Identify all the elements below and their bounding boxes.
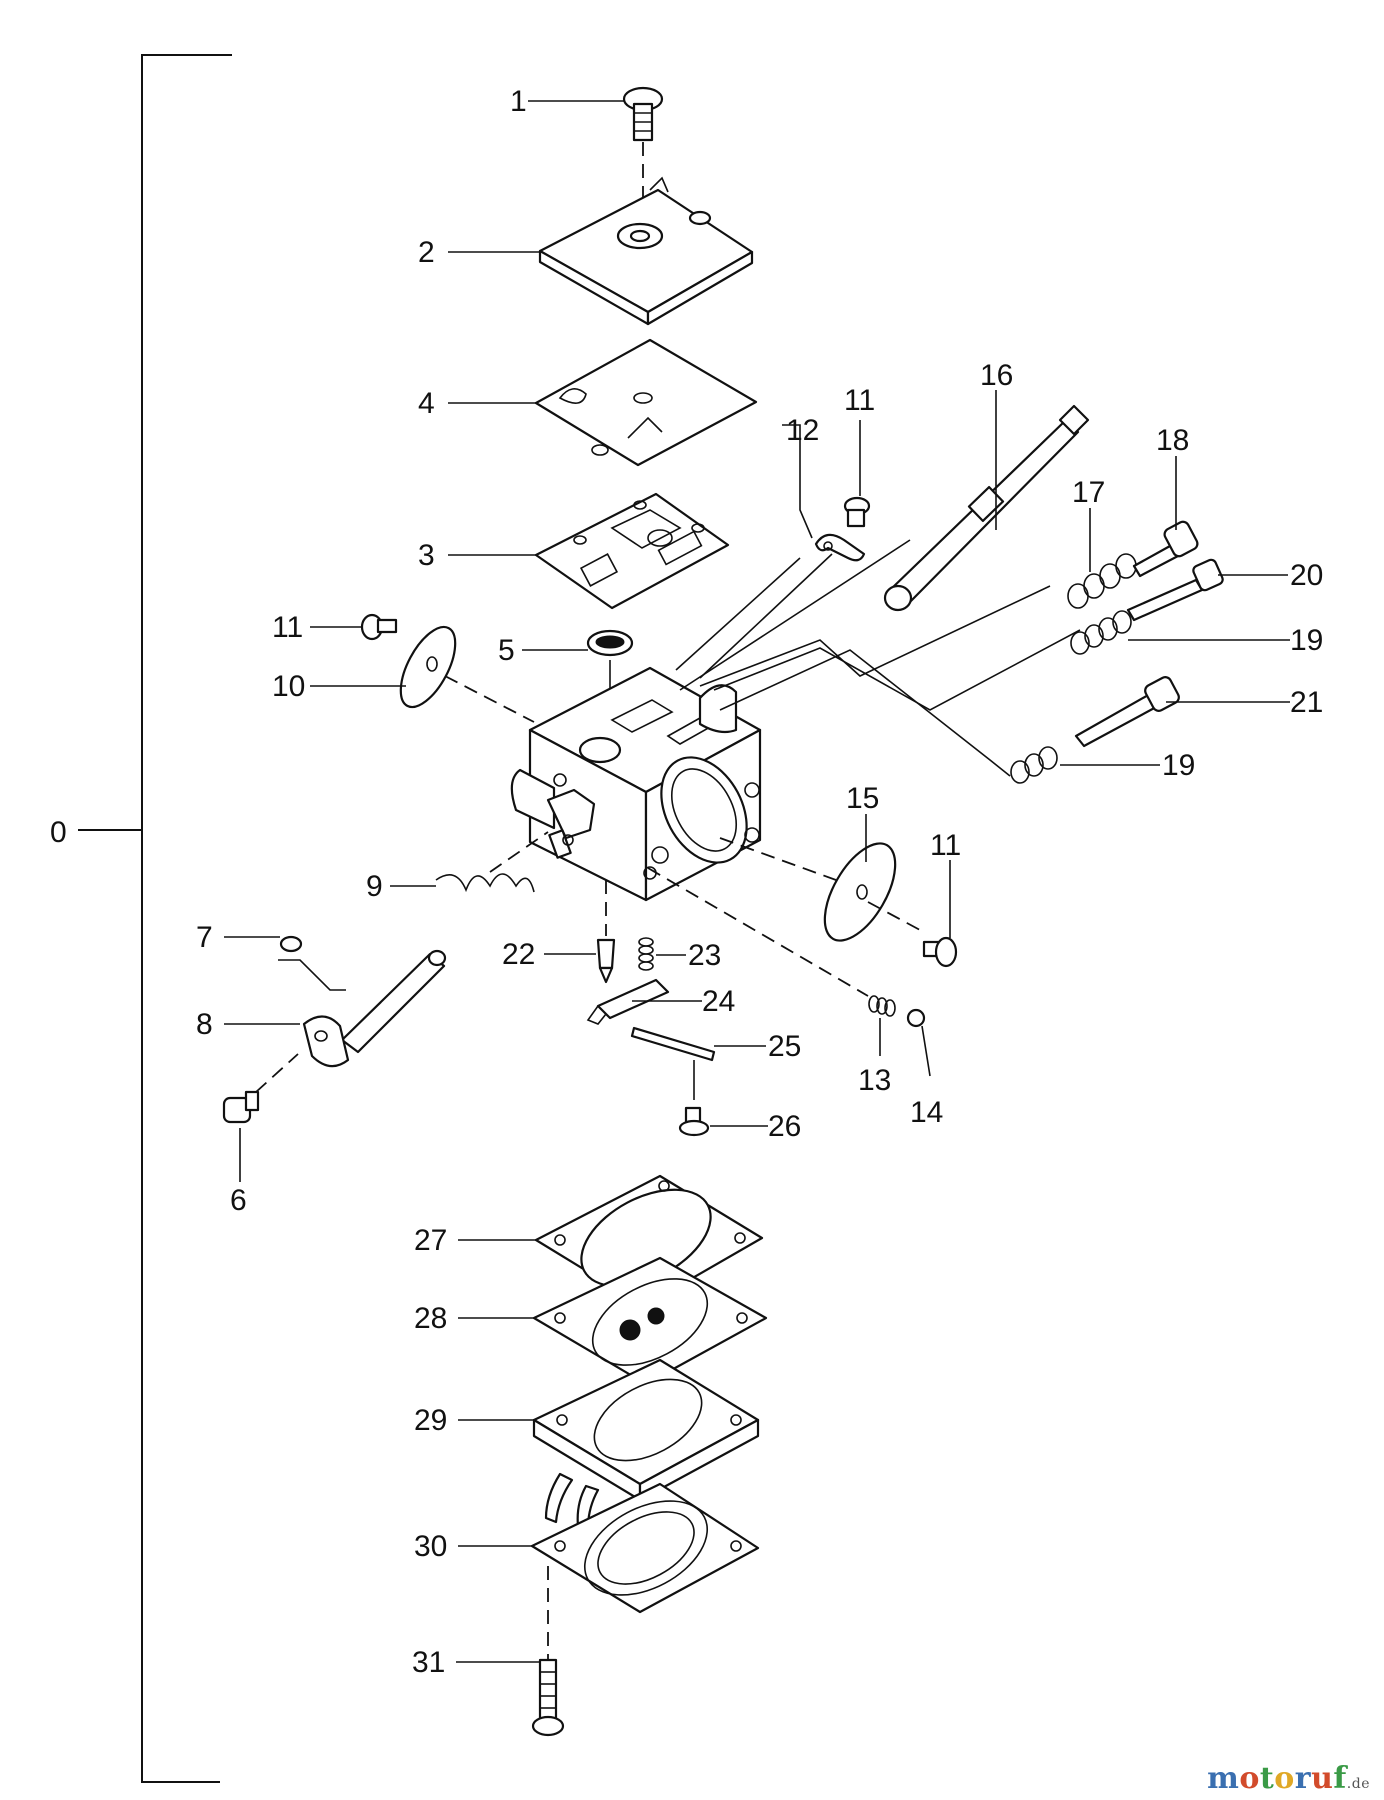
callout-30: 30 (414, 1530, 447, 1563)
part-26-screw (678, 1106, 710, 1137)
callout-19-lower: 19 (1162, 749, 1195, 782)
callout-29: 29 (414, 1404, 447, 1437)
callout-28: 28 (414, 1302, 447, 1335)
callout-17: 17 (1072, 476, 1105, 509)
part-24-control-lever (586, 978, 670, 1025)
callout-11-left: 11 (272, 611, 303, 644)
callout-9: 9 (366, 870, 383, 903)
part-31-screw (531, 1658, 565, 1737)
callout-8: 8 (196, 1008, 213, 1041)
callout-26: 26 (768, 1110, 801, 1143)
callout-7: 7 (196, 921, 213, 954)
callout-19-upper: 19 (1290, 624, 1323, 657)
part-5-filter-screen (586, 629, 634, 740)
callout-18: 18 (1156, 424, 1189, 457)
callout-5: 5 (498, 634, 515, 667)
callout-11-right: 11 (930, 829, 961, 862)
callout-20: 20 (1290, 559, 1323, 592)
callout-24: 24 (702, 985, 735, 1018)
assembly-bracket (78, 54, 232, 1783)
part-9-spring (435, 831, 549, 893)
part-21-adjusting-screw (1074, 676, 1180, 748)
part-25-pin (630, 1026, 716, 1100)
part-17-spring (1067, 553, 1137, 609)
part-14-ball (906, 1008, 926, 1028)
callout-1: 1 (510, 85, 527, 118)
part-16-throttle-shaft (883, 404, 1090, 612)
part-6-screw (222, 1053, 299, 1124)
callout-10: 10 (272, 670, 305, 703)
part-11-screw-left (360, 613, 398, 641)
watermark-suffix: .de (1346, 1776, 1370, 1792)
callout-12: 12 (786, 414, 819, 447)
part-2-pump-cover (538, 176, 754, 326)
carburetor-body (510, 666, 762, 902)
callout-31: 31 (412, 1646, 445, 1679)
callout-22: 22 (502, 938, 535, 971)
watermark-text: motoruf (1207, 1761, 1347, 1796)
callout-27: 27 (414, 1224, 447, 1257)
part-11-screw-right (922, 936, 958, 968)
part-28-metering-diaphragm (532, 1256, 768, 1386)
part-7-e-ring (278, 935, 346, 991)
callout-15: 15 (846, 782, 879, 815)
part-22-inlet-needle (596, 880, 616, 984)
part-19-spring-upper (1070, 610, 1132, 655)
callout-4: 4 (418, 387, 435, 420)
callout-16: 16 (980, 359, 1013, 392)
part-8-choke-shaft (302, 949, 447, 1068)
watermark-logo: motoruf.de (1207, 1761, 1370, 1796)
callout-6: 6 (230, 1184, 247, 1217)
callout-25: 25 (768, 1030, 801, 1063)
part-3-gasket (534, 492, 730, 610)
part-1-screw (622, 86, 664, 230)
part-23-spring (638, 937, 654, 971)
callout-0: 0 (50, 816, 67, 849)
part-30-diaphragm-cover (530, 1482, 760, 1660)
part-12-clip (814, 533, 866, 562)
callout-11-top: 11 (844, 384, 875, 417)
callout-23: 23 (688, 939, 721, 972)
callout-21: 21 (1290, 686, 1323, 719)
part-19-spring-lower (1010, 746, 1058, 784)
callout-2: 2 (418, 236, 435, 269)
part-13-spring (647, 867, 896, 1017)
leader-lines-body (675, 539, 1081, 777)
callout-3: 3 (418, 539, 435, 572)
part-20-adjusting-screw (1126, 558, 1224, 622)
part-15-choke-valve (719, 837, 921, 942)
callout-14: 14 (910, 1096, 943, 1129)
part-18-adjusting-screw (1132, 520, 1199, 578)
part-11-screw-top (843, 496, 871, 528)
part-29-pump-body (532, 1358, 760, 1530)
callout-13: 13 (858, 1064, 891, 1097)
part-10-throttle-valve (399, 625, 535, 723)
part-4-diaphragm (534, 338, 758, 467)
